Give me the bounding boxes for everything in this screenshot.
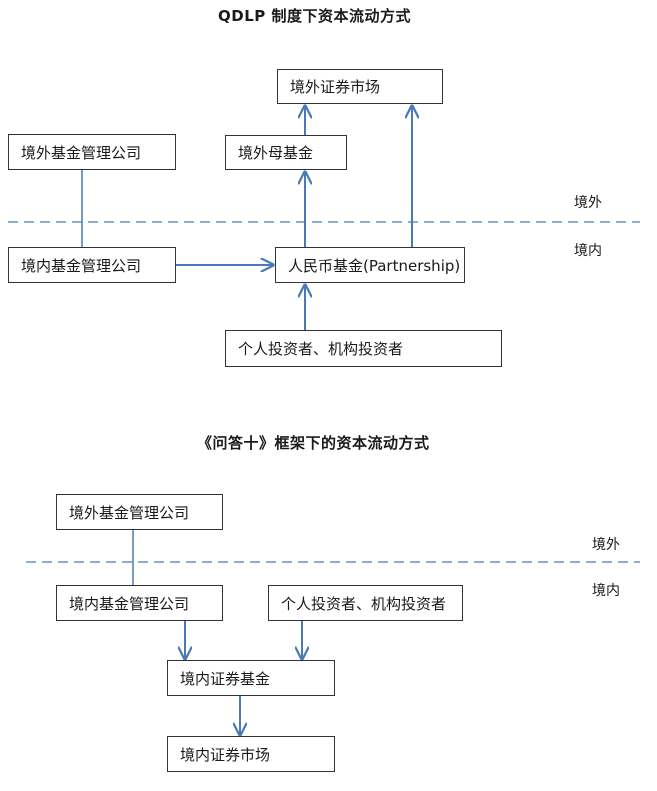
box-overseas-fund-manager-2: 境外基金管理公司	[56, 494, 223, 530]
region-overseas-label-1: 境外	[574, 195, 602, 211]
region-domestic-label-2: 境内	[592, 583, 620, 599]
box-domestic-securities-fund: 境内证券基金	[167, 660, 335, 696]
box-overseas-master-fund: 境外母基金	[225, 135, 347, 170]
box-rmb-fund: 人民币基金(Partnership)	[275, 247, 465, 283]
region-overseas-label-2: 境外	[592, 537, 620, 553]
diagram2-title: 《问答十》框架下的资本流动方式	[197, 434, 430, 452]
box-overseas-fund-manager: 境外基金管理公司	[8, 134, 176, 170]
box-domestic-fund-manager: 境内基金管理公司	[8, 247, 176, 283]
box-investors: 个人投资者、机构投资者	[225, 330, 502, 367]
box-domestic-securities-market: 境内证券市场	[167, 736, 335, 772]
box-domestic-fund-manager-2: 境内基金管理公司	[56, 585, 223, 621]
region-domestic-label-1: 境内	[574, 243, 602, 259]
box-investors-2: 个人投资者、机构投资者	[268, 585, 463, 621]
box-overseas-securities-market: 境外证券市场	[277, 69, 443, 104]
diagram1-title: QDLP 制度下资本流动方式	[218, 7, 411, 25]
